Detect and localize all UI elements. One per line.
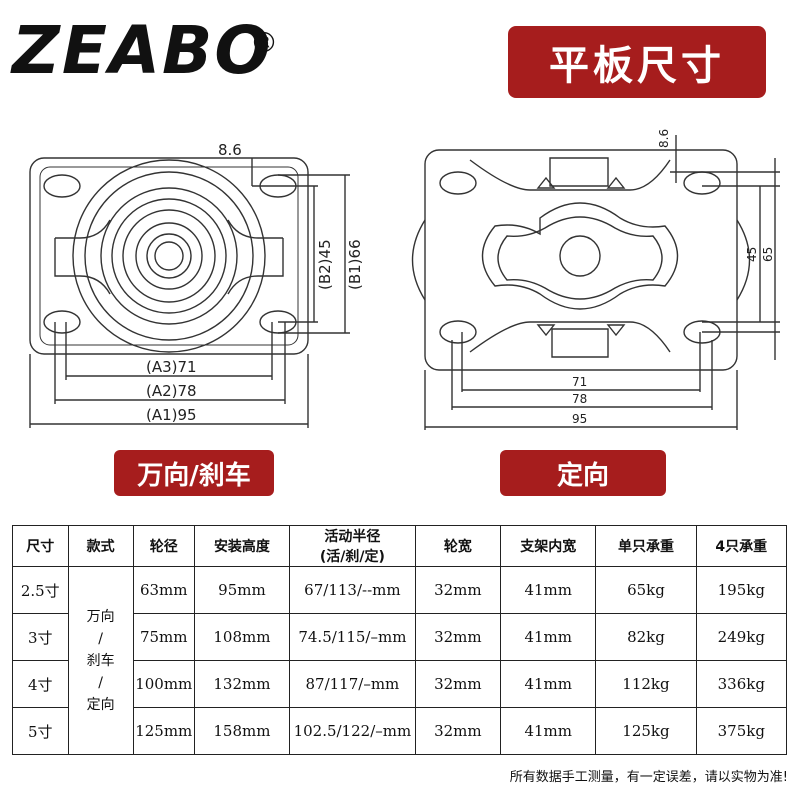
header-style: 款式 [67, 525, 134, 567]
cell-radius: 87/117/–mm [289, 660, 416, 708]
cell-single: 82kg [595, 613, 697, 661]
left-dim-a3: (A3)71 [146, 358, 197, 376]
cell-four: 375kg [695, 707, 788, 755]
spec-table: 尺寸 款式 轮径 安装高度 活动半径 (活/刹/定) 轮宽 支架内宽 单只承重 … [12, 525, 788, 755]
right-dim-95: 95 [572, 412, 587, 426]
header-radius-line2: (活/刹/定) [319, 549, 385, 565]
measurement-note: 所有数据手工测量，有一定误差，请以实物为准! [509, 770, 788, 785]
right-dim-78: 78 [572, 392, 587, 406]
cell-size: 2.5寸 [12, 566, 69, 614]
cell-single: 112kg [595, 660, 697, 708]
table-row: 2.5寸 万向 / 刹车 / 定向 63mm 95mm 67/113/--mm … [12, 566, 788, 755]
left-dim-a1: (A1)95 [146, 406, 197, 424]
cell-size: 3寸 [12, 613, 69, 661]
style-line: / [98, 674, 103, 691]
table-row: 4寸 100mm 132mm 87/117/–mm 32mm 41mm 112k… [12, 660, 788, 708]
table-row: 3寸 75mm 108mm 74.5/115/–mm 32mm 41mm 82k… [12, 613, 788, 661]
cell-size: 5寸 [12, 707, 69, 755]
cell-wheel: 75mm [132, 613, 195, 661]
cell-radius: 67/113/--mm [289, 566, 416, 614]
table-row: 5寸 125mm 158mm 102.5/122/–mm 32mm 41mm 1… [12, 707, 788, 755]
left-dim-a2: (A2)78 [146, 382, 197, 400]
technical-drawing: 8.6 (B2)45 (B1)66 (A3)71 (A2)78 (A1)95 8… [29, 129, 780, 430]
fixed-center-lobe [481, 202, 679, 310]
right-dim-45: 45 [745, 247, 759, 262]
cell-inner: 41mm [500, 613, 597, 661]
title-plate-size: 平板尺寸 [508, 26, 766, 98]
header-height: 安装高度 [193, 525, 291, 567]
swivel-ring-1 [72, 159, 266, 353]
header-wheel-width: 轮宽 [414, 525, 502, 567]
cell-radius: 74.5/115/–mm [289, 613, 416, 661]
cell-four: 336kg [695, 660, 788, 708]
cell-width: 32mm [414, 566, 502, 614]
cell-wheel: 100mm [132, 660, 195, 708]
style-line: / [98, 630, 103, 647]
cell-four: 195kg [695, 566, 788, 614]
cell-radius: 102.5/122/–mm [289, 707, 416, 755]
cell-single: 65kg [595, 566, 697, 614]
cell-width: 32mm [414, 613, 502, 661]
header-four-load: 4只承重 [695, 525, 788, 567]
style-line: 定向 [86, 696, 115, 713]
cell-inner: 41mm [500, 707, 597, 755]
cell-size: 4寸 [12, 660, 69, 708]
cell-width: 32mm [414, 707, 502, 755]
cell-inner: 41mm [500, 566, 597, 614]
brand-logo: ZEABO [12, 12, 273, 89]
right-dim-65: 65 [761, 247, 775, 262]
cell-inner: 41mm [500, 660, 597, 708]
fixed-axle-nut [549, 157, 609, 358]
header-radius-line1: 活动半径 [324, 529, 381, 545]
style-line: 刹车 [86, 652, 115, 669]
left-dim-b2: (B2)45 [316, 239, 334, 290]
right-dim-71: 71 [572, 375, 587, 389]
header-wheel: 轮径 [132, 525, 195, 567]
swivel-bracket-lobe [54, 219, 284, 295]
left-dim-top: 8.6 [218, 141, 242, 159]
cell-height: 158mm [193, 707, 291, 755]
spec-header-row: 尺寸 款式 轮径 安装高度 活动半径 (活/刹/定) 轮宽 支架内宽 单只承重 … [12, 525, 788, 567]
label-fixed: 定向 [500, 450, 666, 496]
cell-wheel: 63mm [132, 566, 195, 614]
header-inner-width: 支架内宽 [500, 525, 597, 567]
right-dim-top: 8.6 [657, 129, 671, 148]
cell-height: 132mm [193, 660, 291, 708]
fixed-plate-outline [424, 149, 738, 371]
cell-four: 249kg [695, 613, 788, 661]
cell-style: 万向 / 刹车 / 定向 [67, 566, 134, 755]
header-radius: 活动半径 (活/刹/定) [289, 525, 416, 567]
header-single-load: 单只承重 [595, 525, 697, 567]
cell-height: 95mm [193, 566, 291, 614]
left-dim-b1: (B1)66 [346, 239, 364, 290]
registered-mark: ® [250, 26, 278, 59]
cell-wheel: 125mm [132, 707, 195, 755]
style-line: 万向 [86, 608, 115, 625]
cell-single: 125kg [595, 707, 697, 755]
swivel-plate-outline [29, 157, 309, 355]
cell-width: 32mm [414, 660, 502, 708]
header-size: 尺寸 [12, 525, 69, 567]
label-swivel-brake: 万向/刹车 [114, 450, 274, 496]
cell-height: 108mm [193, 613, 291, 661]
